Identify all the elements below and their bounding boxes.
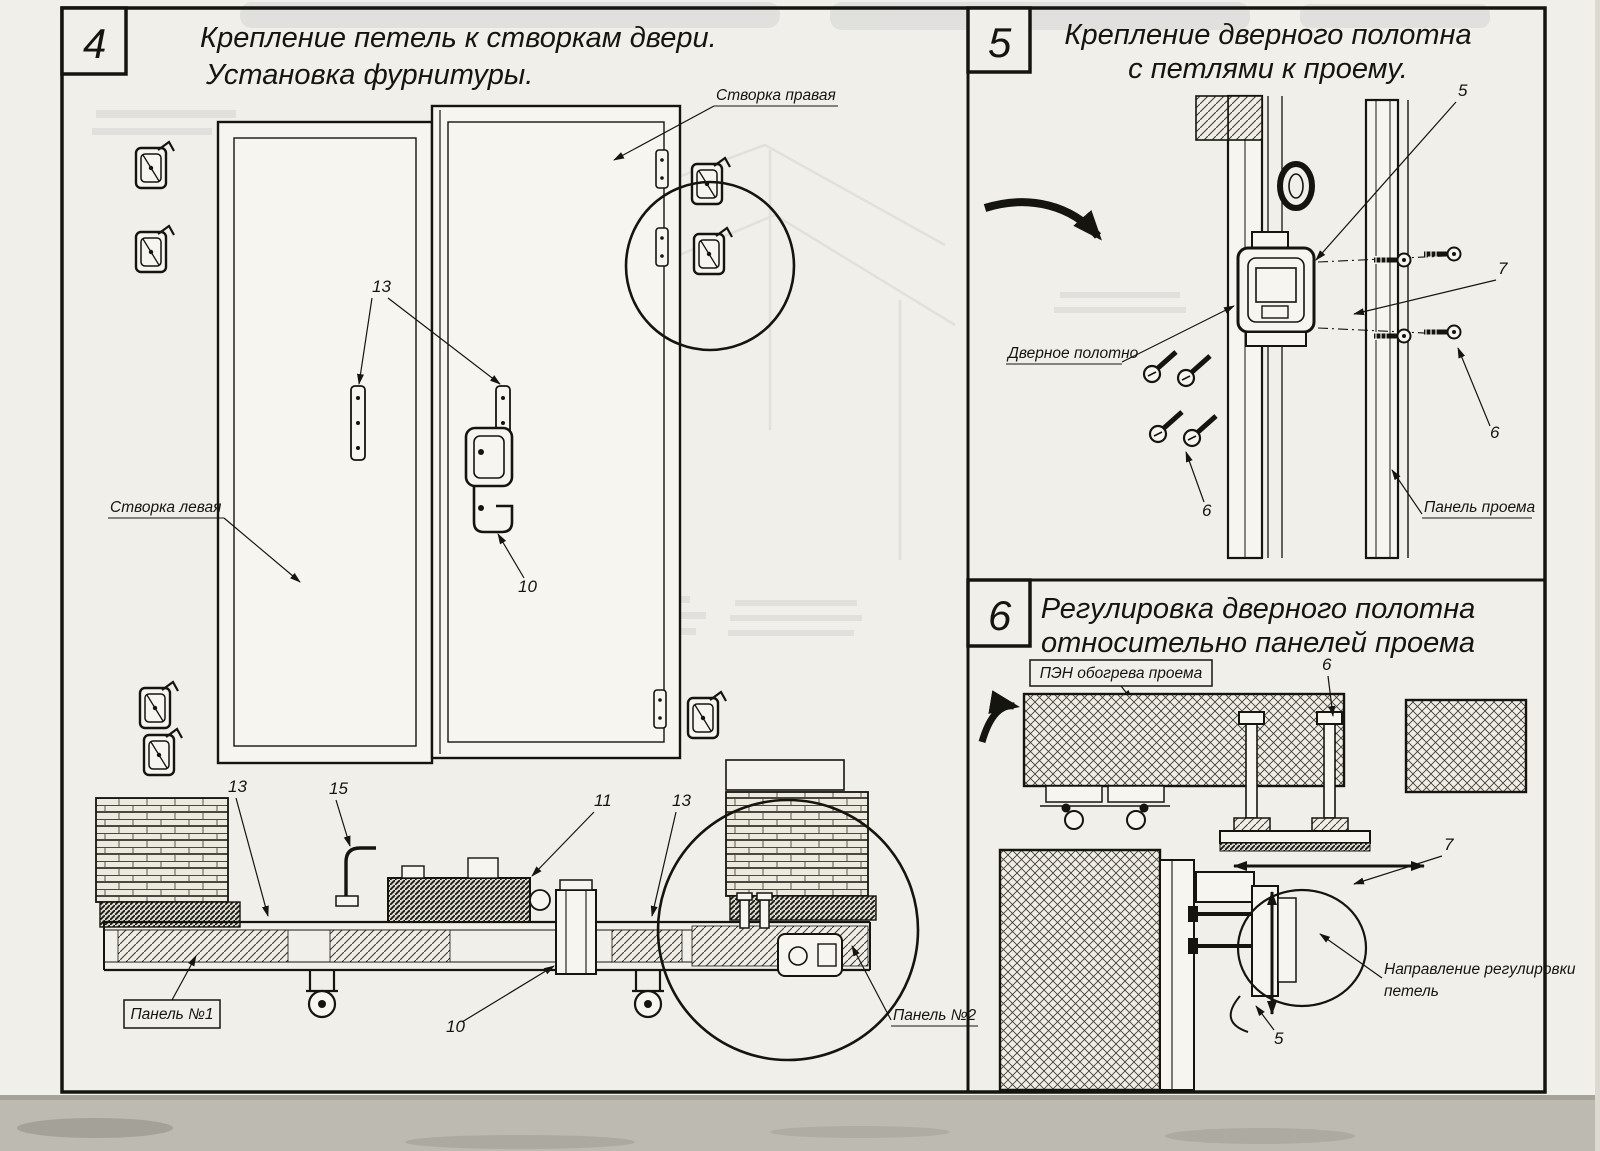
panel6-title-line1: Регулировка дверного полотна: [1041, 593, 1476, 625]
adjustment-bolts: [1219, 711, 1371, 852]
label-direction-line2: петель: [1384, 983, 1439, 1000]
callout-6: 6: [1322, 655, 1332, 674]
callout-5: 5: [1458, 81, 1468, 100]
hinge-screws: [1317, 248, 1461, 343]
callout-10-mid: 10: [518, 577, 537, 596]
panel5-title-line1: Крепление дверного полотна: [1064, 19, 1471, 51]
panel4-title-line1: Крепление петель к створкам двери.: [200, 22, 717, 54]
sheet-frame: [60, 6, 1547, 1094]
callout-15: 15: [329, 779, 348, 798]
lock-mechanism: [387, 857, 551, 923]
callout-13-top: 13: [372, 277, 391, 296]
adjustable-hinge: [1188, 871, 1297, 1033]
panel5-number: 5: [988, 19, 1012, 66]
panel6-title-line2: относительно панелей проема: [1041, 627, 1475, 659]
junction-connector: [555, 879, 597, 975]
callout-13-section1: 13: [228, 777, 247, 796]
threshold-cross-section: 13 15 11 13 10 Панель №1 Панель №2: [95, 759, 978, 1062]
label-panel1-box: Панель №1: [123, 955, 221, 1029]
round-handle: [1277, 161, 1315, 211]
callout-10-section: 10: [446, 1017, 465, 1036]
panel4-title-line2: Установка фурнитуры.: [205, 59, 533, 91]
small-label-box: [725, 759, 845, 791]
support-wheel-left: [304, 968, 340, 1019]
panel5-number-box: 5: [966, 6, 1032, 74]
panel4-number: 4: [83, 20, 106, 67]
panel6-callouts: 6 7 5 Направление регулировки петель: [1255, 655, 1576, 1048]
panel5-title-line2: с петлями к проему.: [1128, 53, 1408, 85]
latch-handle: [464, 426, 514, 534]
callout-6-left: 6: [1202, 501, 1212, 520]
panel6-number-box: 6: [966, 578, 1032, 648]
label-leaf-right: Створка правая: [716, 87, 836, 104]
zoom-arrow-top: [983, 198, 1102, 241]
zoom-arrow-bottom: [978, 690, 1020, 744]
panel5-callouts: 5 7 6 6 Дверное полотно Панель проема: [1006, 81, 1536, 520]
callout-7: 7: [1444, 835, 1454, 854]
under-panel-fittings: [1040, 785, 1170, 830]
mount-bolts: [1144, 352, 1216, 446]
callout-7: 7: [1498, 259, 1508, 278]
label-direction-line1: Направление регулировки: [1384, 961, 1576, 978]
opening-panel-top: [1022, 692, 1346, 788]
label-leaf-left: Створка левая: [110, 499, 221, 516]
detail-circle-hinges: [624, 180, 796, 352]
label-opening-panel: Панель проема: [1424, 499, 1536, 516]
brick-wall-right: [725, 791, 869, 897]
panel-band: [103, 920, 871, 972]
callout-11: 11: [594, 791, 612, 810]
callout-13-section2: 13: [672, 791, 691, 810]
panel-6: 6 Регулировка дверного полотна относител…: [966, 578, 1576, 1092]
hinge-icons: [134, 140, 734, 777]
right-detail-fittings: [736, 892, 843, 977]
label-panel2: Панель №2: [893, 1007, 976, 1024]
label-door-leaf: Дверное полотно: [1006, 345, 1139, 362]
hinge-detail: [1236, 231, 1316, 347]
detail-circle-threshold: [656, 798, 920, 1062]
panel4-upper-callouts: 13 10 Створка правая Створка левая: [108, 87, 838, 596]
panel-4: 4 Крепление петель к створкам двери. Уст…: [60, 6, 978, 1062]
label-panel1: Панель №1: [130, 1006, 213, 1023]
door-leaves-elevation: [216, 104, 682, 765]
panel-5: 5 Крепление дверного полотна с петлями к…: [966, 6, 1536, 560]
strike-bracket: [335, 846, 376, 907]
adjustment-arrows: [1233, 861, 1425, 1015]
callout-5: 5: [1274, 1029, 1284, 1048]
brick-wall-left: [95, 797, 229, 903]
panel4-number-box: 4: [60, 6, 128, 76]
label-panel2-group: Панель №2: [851, 945, 978, 1027]
heater-label-box: ПЭН обогрева проема: [1029, 659, 1213, 701]
support-wheel-right: [630, 968, 666, 1019]
door-edge-hinge-plates: [653, 149, 669, 729]
callout-6-right: 6: [1490, 423, 1500, 442]
wall-column-section: [998, 848, 1195, 1092]
label-heater: ПЭН обогрева проема: [1040, 665, 1203, 682]
opening-panel-right: [1404, 698, 1528, 794]
panel6-number: 6: [988, 592, 1012, 639]
